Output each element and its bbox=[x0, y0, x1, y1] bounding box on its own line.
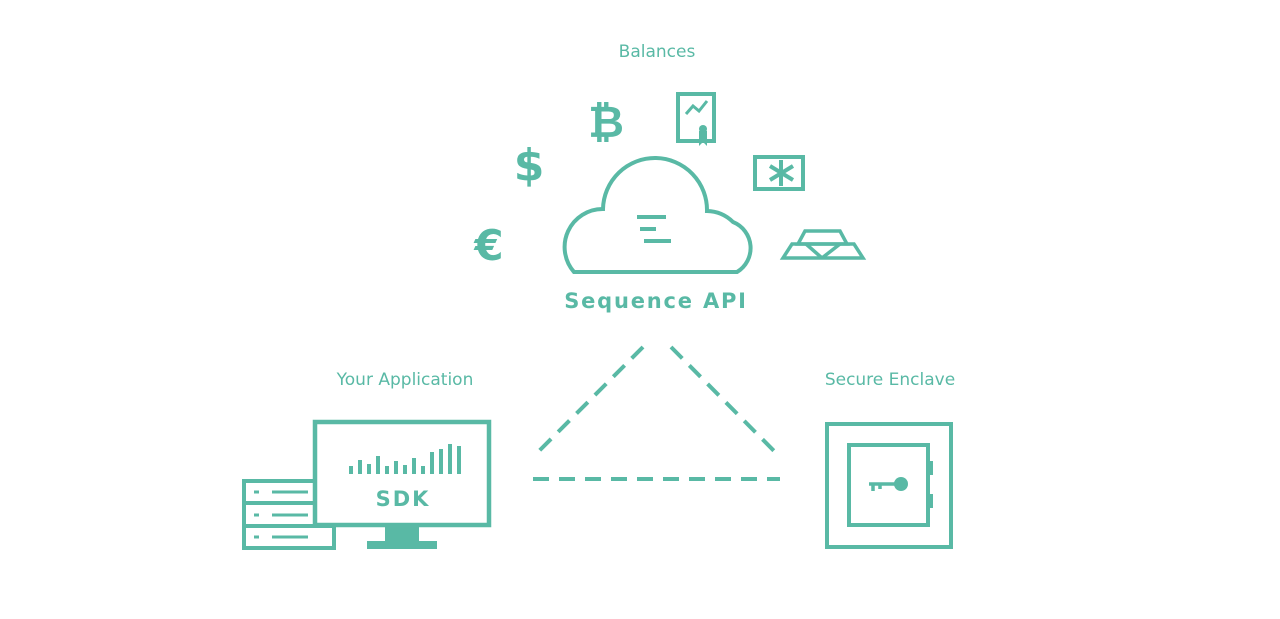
gold-bars-icon bbox=[779, 229, 867, 260]
sdk-label: SDK bbox=[375, 487, 431, 511]
connector-api-to-enclave bbox=[669, 345, 782, 459]
safe-icon bbox=[825, 422, 953, 549]
cloud-icon bbox=[562, 156, 753, 274]
euro-icon: € bbox=[474, 221, 504, 270]
bitcoin-icon: ₿ bbox=[588, 97, 624, 148]
connection-lines bbox=[531, 345, 782, 481]
connector-api-to-app bbox=[531, 345, 645, 459]
key-icon bbox=[869, 477, 908, 491]
gift-card-icon bbox=[753, 155, 805, 191]
your-application-label: Your Application bbox=[336, 370, 474, 390]
dollar-icon: $ bbox=[513, 140, 545, 191]
sequence-api-label: Sequence API bbox=[564, 289, 748, 313]
secure-enclave-label: Secure Enclave bbox=[824, 370, 956, 390]
monitor-icon bbox=[312, 419, 492, 549]
balances-label: Balances bbox=[618, 42, 696, 62]
certificate-icon bbox=[676, 92, 716, 146]
bar-graph-icon bbox=[349, 444, 461, 474]
